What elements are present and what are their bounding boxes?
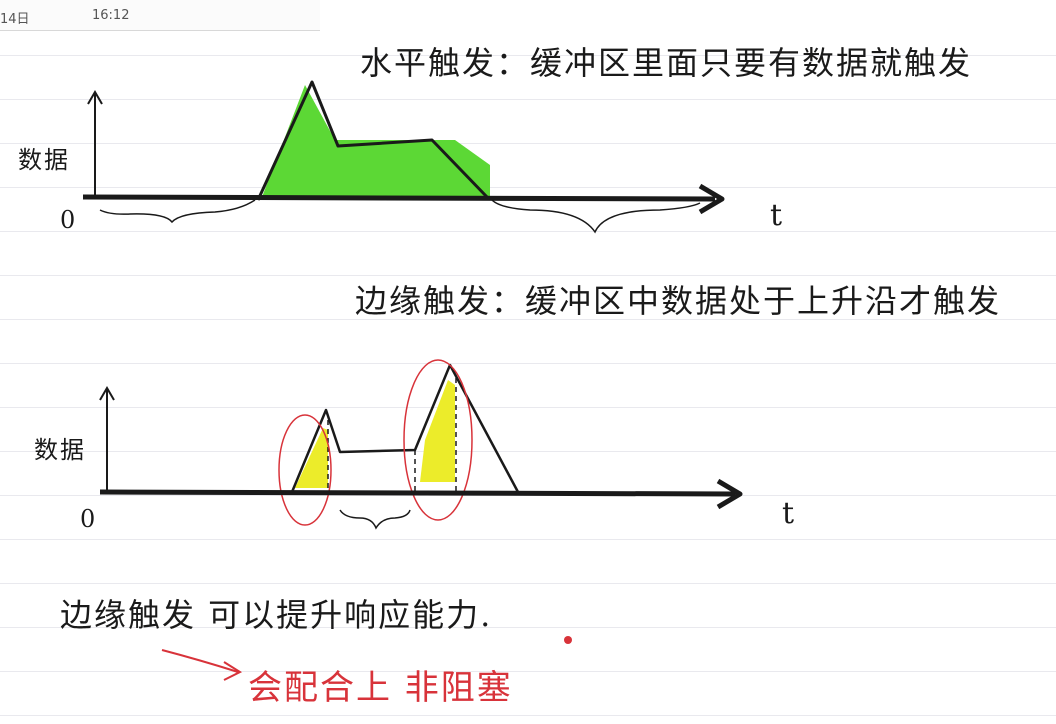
middle-brace: [339, 509, 411, 530]
edge-origin-label: 0: [80, 505, 98, 533]
red-dot: [564, 636, 572, 644]
x-axis: [99, 489, 736, 497]
edge-trigger-diagram: [99, 359, 743, 530]
x-axis-arrow: [698, 183, 725, 215]
level-data-curve: [256, 80, 489, 201]
edge-trigger-title: 边缘触发：缓冲区中数据处于上升沿才触发: [355, 282, 1002, 320]
edge-circle-2: [403, 359, 473, 521]
time-label: 16:12: [92, 8, 130, 23]
level-trigger-title: 水平触发：缓冲区里面只要有数据就触发: [360, 44, 973, 82]
conclusion-text: 边缘触发 可以提升响应能力.: [60, 596, 493, 634]
level-origin-label: 0: [60, 206, 78, 234]
y-axis-arrow: [99, 386, 115, 401]
level-y-label: 数据: [18, 146, 70, 174]
x-axis: [82, 194, 716, 202]
conclusion-note: 会配合上 非阻塞: [248, 668, 513, 708]
level-x-label: t: [770, 198, 785, 233]
edge-circle-1: [278, 414, 332, 526]
x-axis-arrow: [716, 478, 743, 510]
left-brace: [99, 199, 256, 224]
edge-fill-2: [420, 380, 455, 482]
red-arrow-head: [223, 661, 243, 681]
level-data-area: [262, 85, 490, 197]
y-axis-arrow: [87, 90, 103, 105]
status-bar: 14日 16:12: [0, 0, 320, 31]
right-brace: [491, 199, 701, 234]
red-arrow: [161, 649, 239, 673]
date-label: 14日: [0, 12, 30, 27]
edge-data-curve: [290, 363, 520, 493]
level-trigger-diagram: [82, 80, 725, 234]
edge-x-label: t: [782, 496, 797, 531]
edge-y-label: 数据: [34, 436, 86, 464]
edge-fill-1: [295, 428, 328, 488]
